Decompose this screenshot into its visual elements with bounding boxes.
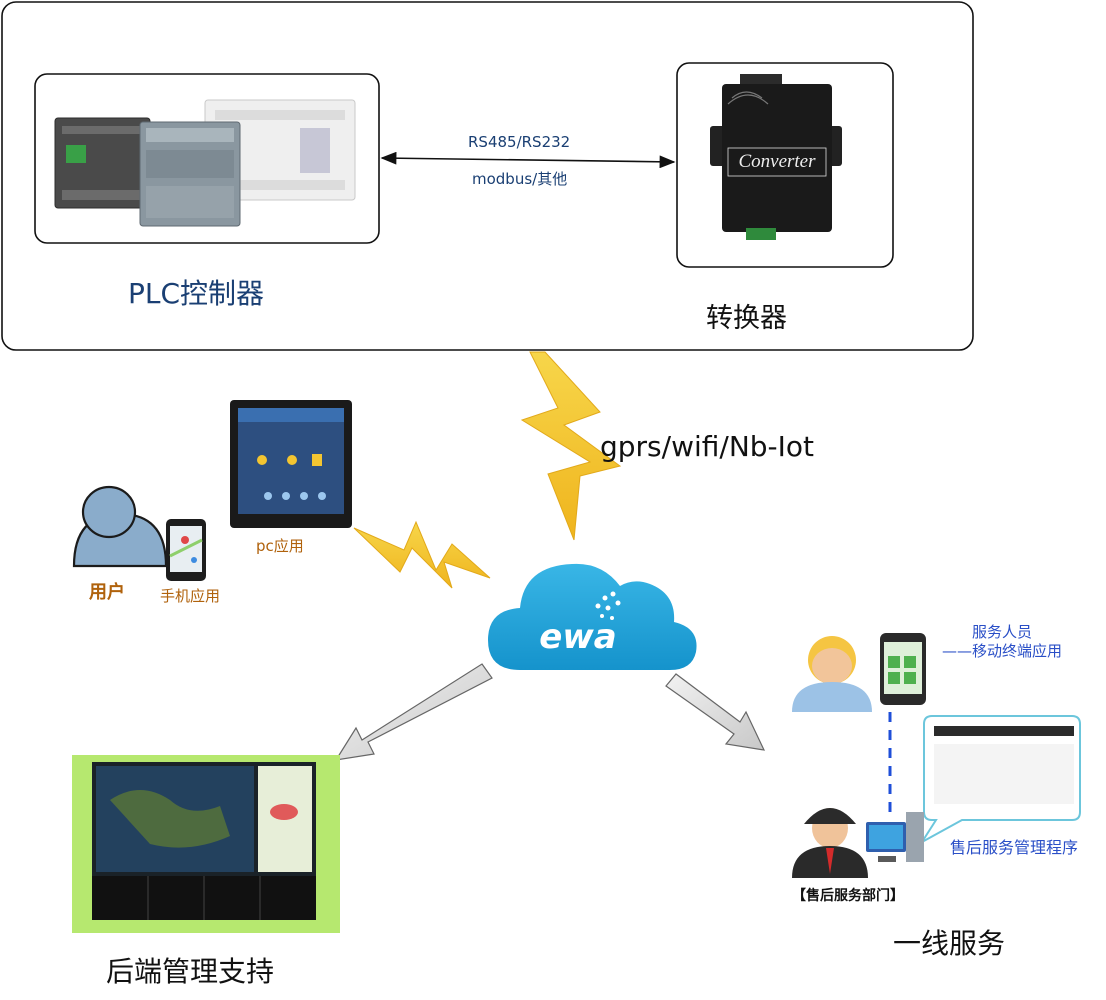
backend-video-wall-image xyxy=(72,755,340,933)
after-sales-department-label: 【售后服务部门】 xyxy=(792,888,904,904)
cloud-platform-icon: ewa xyxy=(488,563,697,670)
converter-image: Converter xyxy=(676,62,894,268)
pc-lightning-icon xyxy=(353,520,491,589)
mobile-phone-icon xyxy=(166,519,206,581)
user-avatar-icon xyxy=(72,485,168,568)
converter-device-text: Converter xyxy=(738,151,816,172)
network-type-label: gprs/wifi/Nb-Iot xyxy=(600,430,815,463)
plc-controller-label: PLC控制器 xyxy=(128,277,265,310)
network-lightning-icon xyxy=(520,351,622,541)
backend-support-label: 后端管理支持 xyxy=(106,955,275,988)
mobile-app-label: 手机应用 xyxy=(160,587,221,605)
user-label: 用户 xyxy=(89,582,125,603)
mobile-terminal-app-label: ——移动终端应用 xyxy=(942,642,1063,660)
frontline-service-label: 一线服务 xyxy=(893,927,1006,960)
pc-app-label: pc应用 xyxy=(256,537,304,555)
service-staff-label: 服务人员 xyxy=(972,623,1033,641)
frontline-service-image xyxy=(786,622,1104,906)
cloud-brand-logo: ewa xyxy=(539,617,616,657)
pc-monitor-image xyxy=(230,400,352,528)
serial-link-arrow xyxy=(380,151,676,169)
backend-flow-arrow xyxy=(334,663,493,761)
converter-label: 转换器 xyxy=(706,303,787,334)
after-sales-program-label: 售后服务管理程序 xyxy=(950,838,1079,857)
modbus-protocol-label: modbus/其他 xyxy=(472,170,568,188)
serial-protocol-label: RS485/RS232 xyxy=(468,133,571,151)
plc-image xyxy=(34,73,380,244)
service-flow-arrow xyxy=(665,673,766,751)
